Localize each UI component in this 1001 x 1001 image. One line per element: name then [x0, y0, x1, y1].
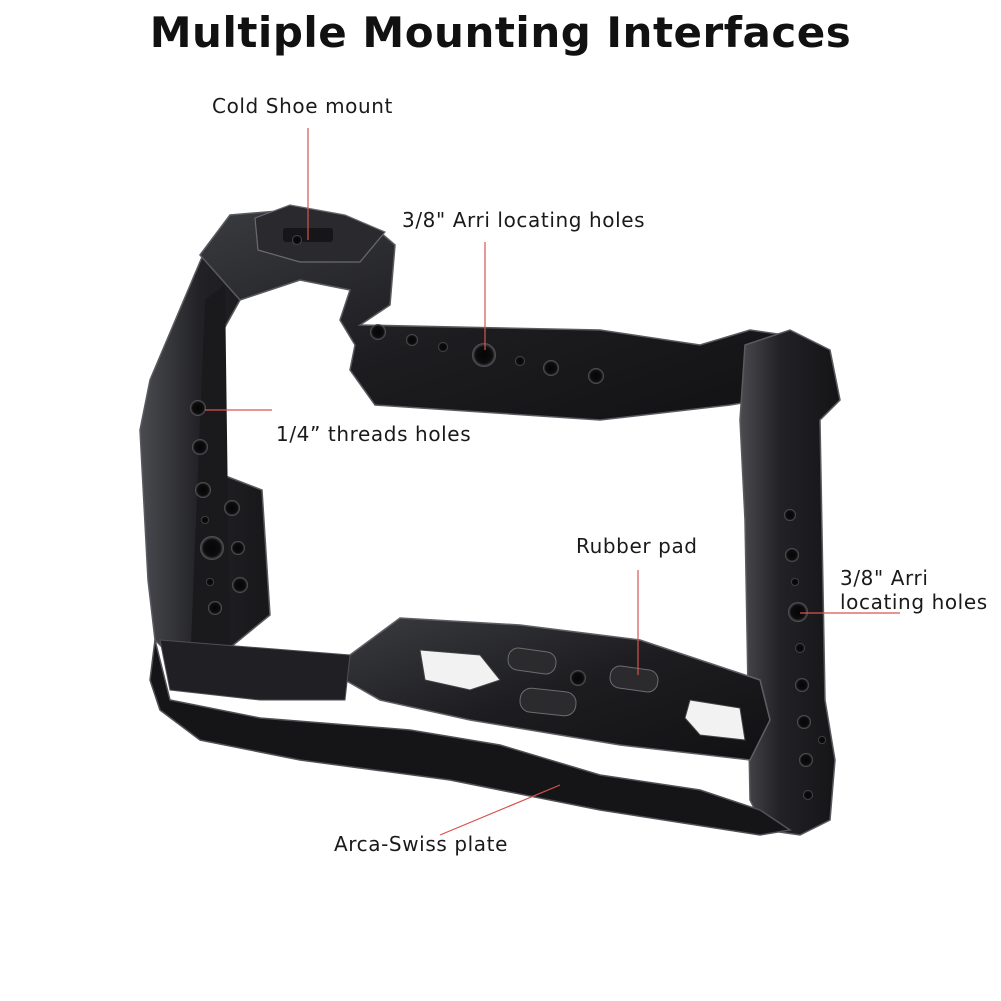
arca-swiss-label: Arca-Swiss plate: [334, 832, 508, 856]
rubber-pad-label: Rubber pad: [576, 534, 698, 558]
rubber-pads: [507, 647, 659, 717]
left-plate-holes: [190, 400, 248, 615]
cage-right-plate: [739, 329, 841, 836]
callout-leader-lines: [205, 128, 900, 836]
top-bar-holes: [292, 235, 604, 384]
arri-side-label-line1: 3/8" Arri: [840, 566, 929, 590]
threads-label: 1/4” threads holes: [276, 422, 472, 446]
page-title: Multiple Mounting Interfaces: [149, 8, 852, 57]
arri-side-label-line2: locating holes: [840, 590, 988, 614]
arri-top-label: 3/8" Arri locating holes: [402, 208, 646, 232]
cold-shoe-label: Cold Shoe mount: [212, 94, 393, 118]
right-plate-holes: [784, 509, 826, 800]
cage-bottom-base: [149, 639, 792, 836]
